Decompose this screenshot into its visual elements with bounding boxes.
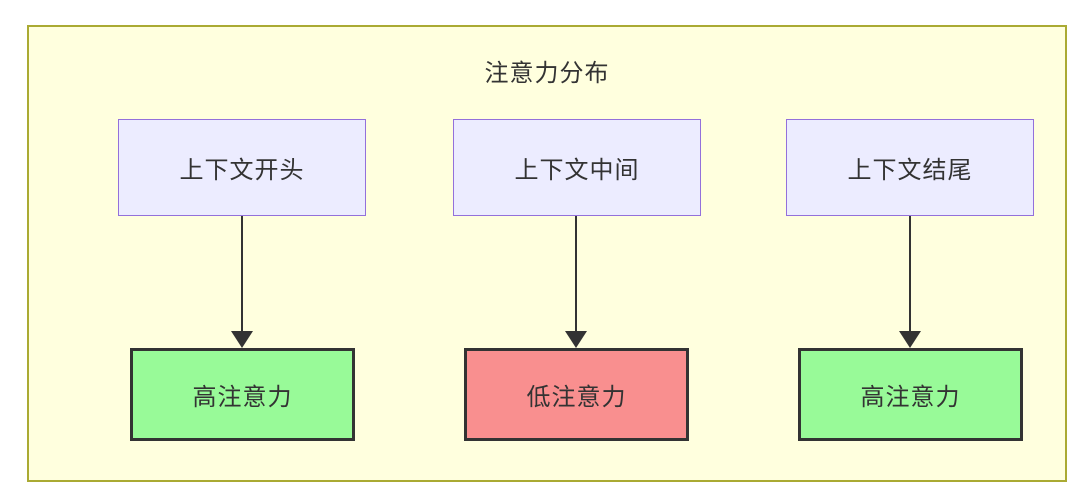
arrow-shaft: [241, 216, 243, 332]
attention-distribution-container: 注意力分布 上下文开头 上下文中间 上下文结尾 高注意力 低注意力: [27, 25, 1067, 482]
arrowhead-icon: [899, 331, 921, 348]
node-context-end: 上下文结尾: [786, 119, 1034, 216]
node-low-attention-label: 低注意力: [526, 384, 627, 411]
node-context-middle-label: 上下文中间: [514, 157, 640, 184]
node-context-start: 上下文开头: [118, 119, 366, 216]
node-low-attention: 低注意力: [464, 348, 689, 441]
arrowhead-icon: [231, 331, 253, 348]
node-context-end-label: 上下文结尾: [847, 157, 973, 184]
node-high-attention-2: 高注意力: [798, 348, 1023, 441]
node-high-attention-1: 高注意力: [130, 348, 355, 441]
arrow-shaft: [909, 216, 911, 332]
node-context-start-label: 上下文开头: [179, 157, 305, 184]
arrowhead-icon: [565, 331, 587, 348]
diagram-title: 注意力分布: [484, 60, 610, 87]
node-high-attention-1-label: 高注意力: [192, 384, 293, 411]
arrow-down-icon: [899, 216, 921, 348]
arrow-down-icon: [231, 216, 253, 348]
arrow-shaft: [575, 216, 577, 332]
node-context-middle: 上下文中间: [453, 119, 701, 216]
arrow-down-icon: [565, 216, 587, 348]
node-high-attention-2-label: 高注意力: [860, 384, 961, 411]
